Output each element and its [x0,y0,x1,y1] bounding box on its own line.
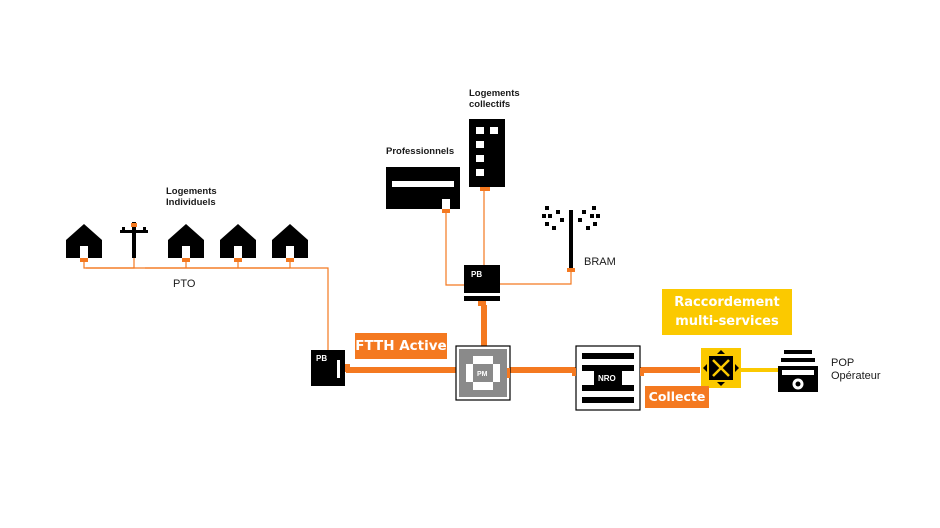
nro-central-office: NRO [572,345,644,411]
bram-label: BRAM [584,256,616,268]
collecte-tag: Collecte [645,386,709,408]
professionnels-label: Professionnels [386,146,455,157]
switch-icon [701,348,741,388]
pop-operateur-label: POP Opérateur [831,357,881,382]
nro-label: NRO [598,374,616,383]
office-building-icon [386,167,460,213]
logements-collectifs-label: Logements collectifs [469,88,520,110]
pto-label: PTO [173,278,196,290]
apartment-tower-icon [469,119,505,191]
pm-label: PM [477,371,488,378]
pb-top-label: PB [471,270,482,279]
house-icon-1 [66,224,102,262]
pb-top-box: PB [464,265,500,306]
pop-operator-icon [778,350,818,392]
pb-left-box: PB [311,350,350,386]
ftth-active-tag: FTTH Active [355,333,447,359]
pole-icon [120,222,148,258]
pm-cabinet: PM [455,345,511,401]
raccordement-line-2: multi-services [675,314,779,329]
house-icon-2 [168,224,204,262]
thin-fiber-lines [83,190,572,350]
house-icon-3 [220,224,256,262]
antenna-icon [542,206,600,272]
thick-fiber-lines [346,305,700,373]
raccordement-multi-services-tag: Raccordement multi-services [662,289,792,335]
pb-left-label: PB [316,354,327,363]
logements-individuels-label: Logements Individuels [166,186,217,208]
raccordement-line-1: Raccordement [674,295,780,310]
house-icon-4 [272,224,308,262]
